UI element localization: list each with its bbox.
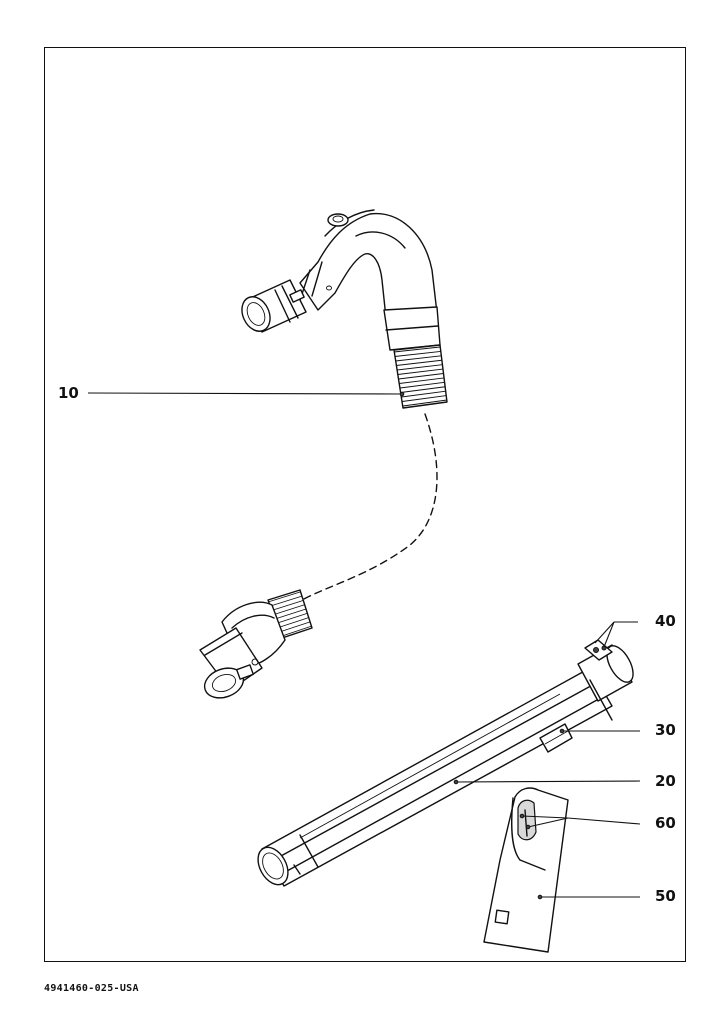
hose-ring <box>278 617 310 628</box>
hose-dashed-line <box>301 413 438 601</box>
hose-ring <box>276 612 308 624</box>
hose-ring <box>281 625 313 637</box>
callout-40: 40 <box>655 612 676 630</box>
hose-ring <box>273 604 305 616</box>
hose-ring <box>393 346 441 353</box>
callout-60: 60 <box>655 814 676 832</box>
hose-ring <box>395 355 442 362</box>
hose-ring <box>274 608 307 620</box>
hose-ring <box>402 399 448 407</box>
drawing-frame <box>44 47 686 962</box>
hose-ring <box>399 377 445 384</box>
hose-ring <box>399 381 445 389</box>
hose-ring <box>397 368 443 375</box>
hose-swivel-connector <box>199 589 313 699</box>
hose-handle-part <box>241 209 448 409</box>
document-code: 4941460-025-USA <box>44 983 139 994</box>
hose-ring <box>400 386 446 393</box>
hose-ring <box>394 350 441 357</box>
hose-ring <box>402 395 447 402</box>
callout-10: 10 <box>58 384 79 402</box>
hose-ring <box>280 621 311 633</box>
crevice-tool-part <box>483 787 569 953</box>
hose-ring <box>396 359 442 366</box>
hose-ring <box>398 373 444 380</box>
hose-ring <box>401 390 446 398</box>
hose-ring <box>267 591 301 603</box>
callout-50: 50 <box>655 887 676 905</box>
hose-ring <box>269 595 302 607</box>
telescopic-wand-part <box>257 639 634 887</box>
callout-30: 30 <box>655 721 676 739</box>
hose-ring <box>396 364 443 371</box>
callout-20: 20 <box>655 772 676 790</box>
leader-lines <box>87 391 641 900</box>
hose-ring <box>271 600 304 611</box>
